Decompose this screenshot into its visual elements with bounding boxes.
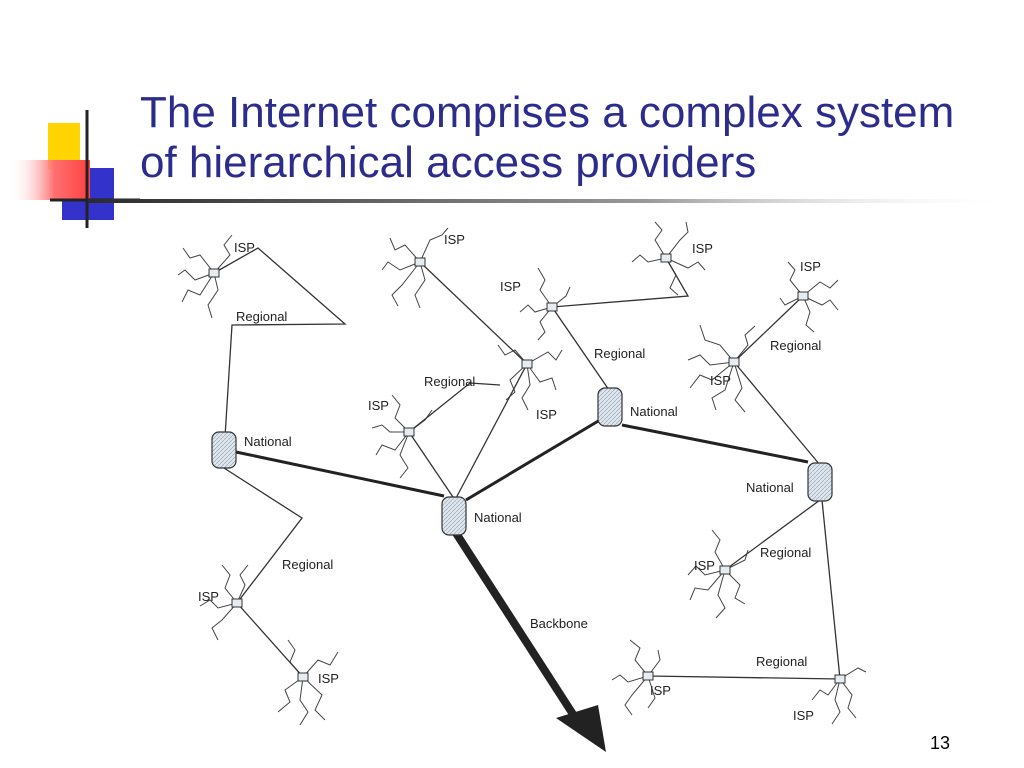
isp-label: ISP [198, 589, 219, 604]
isp-router-box [642, 671, 654, 681]
slide-title-line-2: of hierarchical access providers [140, 138, 757, 187]
national-node-left [211, 431, 237, 469]
isp-router-box [403, 427, 415, 437]
isp-router-box [297, 672, 309, 682]
isp-fanout-lines [177, 221, 867, 726]
link-left-to-center-national [235, 450, 445, 498]
national-node-center [441, 496, 467, 536]
isp-label: ISP [536, 407, 557, 422]
isp-label: ISP [710, 373, 731, 388]
link-lower-right-regional [724, 499, 821, 571]
link-right-national-down [821, 499, 841, 680]
diagram-labels: ISP ISP ISP ISP ISP ISP ISP ISP ISP ISP … [198, 232, 821, 723]
link-right-isp-to-right-national [733, 361, 821, 466]
isp-router-box [797, 291, 809, 301]
link-isp-top-to-mid [419, 261, 528, 365]
link-center-to-top-national [465, 418, 601, 502]
isp-label: ISP [444, 232, 465, 247]
link-isp-to-center-national [408, 431, 456, 501]
link-regional-center-left [408, 382, 501, 433]
national-label: National [630, 404, 678, 419]
regional-label: Regional [756, 654, 807, 669]
link-top-to-right-national [621, 423, 809, 464]
corner-decoration [10, 110, 140, 228]
isp-label: ISP [368, 398, 389, 413]
title-underline [88, 199, 1018, 203]
national-node-top [597, 387, 623, 427]
deco-red-bar [10, 160, 90, 200]
isp-label: ISP [650, 683, 671, 698]
national-label: National [746, 480, 794, 495]
slide-title-line-1: The Internet comprises a complex system [140, 88, 955, 137]
regional-links [213, 247, 841, 680]
isp-router-box [834, 674, 846, 684]
isp-label: ISP [793, 708, 814, 723]
isp-router-box [231, 598, 243, 608]
link-bottom-regional [647, 675, 841, 680]
link-top-right-regional [550, 257, 690, 391]
isp-label: ISP [234, 240, 255, 255]
national-nodes [211, 387, 833, 536]
national-links [235, 418, 809, 502]
link-topleft-regional [213, 247, 347, 438]
isp-router-box [660, 253, 672, 263]
isp-router-box [719, 565, 731, 575]
slide-title: The Internet comprises a complex system … [140, 88, 1000, 188]
isp-router-box [208, 268, 220, 278]
regional-label: Regional [770, 338, 821, 353]
isp-routers [208, 253, 846, 684]
link-left-national-down [223, 467, 304, 678]
isp-label: ISP [694, 558, 715, 573]
national-label: National [474, 510, 522, 525]
national-node-right [807, 462, 833, 502]
regional-label: Regional [282, 557, 333, 572]
isp-router-box [521, 359, 533, 369]
isp-label: ISP [692, 241, 713, 256]
national-label: National [244, 434, 292, 449]
isp-router-box [728, 357, 740, 367]
isp-label: ISP [318, 671, 339, 686]
isp-router-box [414, 257, 426, 267]
regional-label: Regional [236, 309, 287, 324]
link-mid-isp-to-center-national [454, 363, 528, 501]
page-number: 13 [930, 733, 951, 753]
isp-label: ISP [800, 259, 821, 274]
isp-label: ISP [500, 279, 521, 294]
link-far-right-isp [733, 295, 804, 363]
regional-label: Regional [424, 374, 475, 389]
regional-label: Regional [594, 346, 645, 361]
backbone-arrow [450, 527, 606, 752]
isp-router-box [546, 302, 558, 312]
backbone-label: Backbone [530, 616, 588, 631]
regional-label: Regional [760, 545, 811, 560]
